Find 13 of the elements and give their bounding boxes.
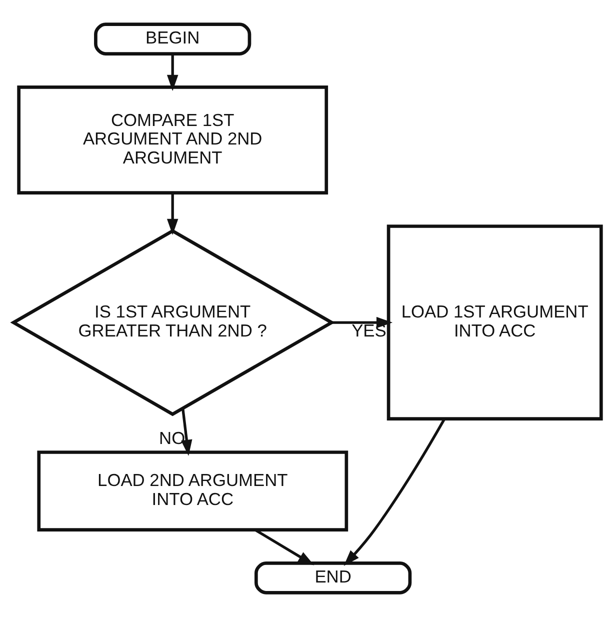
arrow [344,418,446,566]
edge-label: NO [159,428,186,448]
node-box: BEGIN [94,22,252,56]
arrow [166,192,178,235]
node-box: COMPARE 1ST ARGUMENT AND 2ND ARGUMENT [17,86,328,194]
arrow [166,54,178,92]
node-box: LOAD 2ND ARGUMENT INTO ACC [37,450,348,532]
arrow [254,528,314,566]
node-box: LOAD 1ST ARGUMENT INTO ACC [386,224,603,420]
node-box: END [254,562,412,594]
arrow [181,408,192,456]
arrow [332,316,393,328]
node-diamond: IS 1ST ARGUMENT GREATER THAN 2ND ? [10,229,335,416]
